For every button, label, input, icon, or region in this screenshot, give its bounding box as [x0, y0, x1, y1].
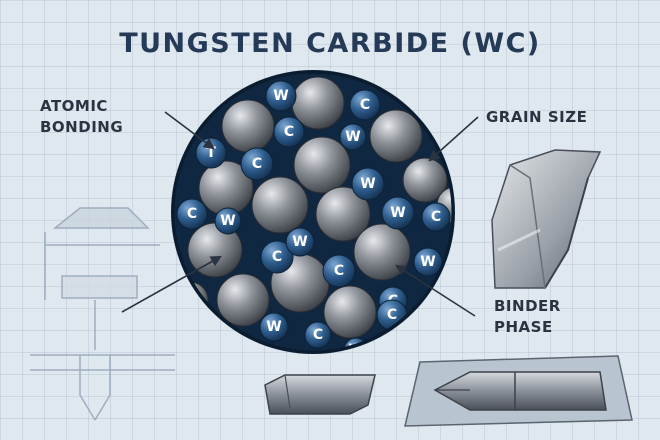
tungsten-carbide-grain: [251, 176, 309, 234]
tungsten-carbide-grain: [293, 136, 351, 194]
atom-sphere: [285, 227, 315, 257]
atom-sphere: [273, 116, 305, 148]
label-binder-phase-line1: BINDER: [494, 297, 561, 315]
atom-sphere: [259, 312, 289, 342]
carbide-bar-small: [264, 374, 376, 415]
drill-bit-panel: [404, 355, 633, 427]
atom-letter: C: [272, 249, 282, 265]
atom-letter: C: [431, 209, 441, 225]
atom-letter: C: [360, 97, 370, 113]
tungsten-carbide-grain: [221, 99, 275, 153]
atom-letter: W: [292, 234, 307, 250]
atom-letter: T: [206, 145, 216, 161]
atom-letter: W: [420, 254, 435, 270]
tungsten-carbide-grain: [402, 157, 448, 203]
grain-cluster: WCTCWCWCCWCWCWCCWCWCWW: [173, 76, 465, 352]
tungsten-carbide-grain: [315, 186, 371, 242]
atom-letter: W: [390, 205, 405, 221]
atom-letter: C: [313, 327, 323, 343]
arrow-binder-phase: [395, 264, 476, 317]
atom-sphere: [265, 80, 297, 112]
atom-sphere: [240, 147, 274, 181]
atom-sphere: [381, 196, 415, 230]
diagram-title: TUNGSTEN CARBIDE (WC): [119, 28, 541, 59]
atom-letter: C: [187, 206, 197, 222]
atom-sphere: [304, 321, 332, 349]
arrow-lower-left: [121, 255, 222, 313]
atom-sphere: [214, 207, 242, 235]
atom-sphere: [349, 89, 381, 121]
atom-sphere: [447, 242, 453, 268]
atom-letter: W: [345, 129, 360, 145]
atom-letter: C: [387, 307, 397, 323]
atom-letter: C: [252, 156, 262, 172]
atom-sphere: [176, 198, 208, 230]
atom-letter: C: [455, 247, 465, 263]
label-binder-phase-line2: PHASE: [494, 318, 553, 336]
tungsten-carbide-grain: [216, 273, 270, 327]
atom-letter: W: [360, 176, 375, 192]
atom-sphere: [351, 167, 385, 201]
atom-letter: W: [273, 88, 288, 104]
label-atomic-bonding-line1: ATOMIC: [40, 97, 108, 115]
atom-letter: W: [220, 213, 235, 229]
atom-sphere: [339, 123, 367, 151]
label-grain-size: GRAIN SIZE: [486, 108, 588, 126]
tungsten-carbide-grain: [369, 109, 423, 163]
label-binder-phase: BINDER PHASE: [494, 296, 561, 338]
arrow-atomic-bonding: [164, 111, 215, 150]
atom-sphere: [421, 202, 451, 232]
carbide-insert-tool: [491, 149, 602, 289]
atom-sphere: [322, 254, 356, 288]
atom-sphere: [413, 247, 443, 277]
atom-letter: C: [334, 263, 344, 279]
technical-sketch-left: [30, 207, 175, 421]
atom-sphere: [427, 287, 453, 313]
atom-letter: W: [266, 319, 281, 335]
label-atomic-bonding-line2: BONDING: [40, 118, 124, 136]
tungsten-carbide-grain: [353, 223, 411, 281]
atom-letter: C: [284, 124, 294, 140]
arrow-grain-size: [428, 116, 479, 162]
label-atomic-bonding: ATOMIC BONDING: [40, 96, 123, 138]
atom-sphere: [260, 240, 294, 274]
tungsten-carbide-grain: [323, 285, 377, 339]
